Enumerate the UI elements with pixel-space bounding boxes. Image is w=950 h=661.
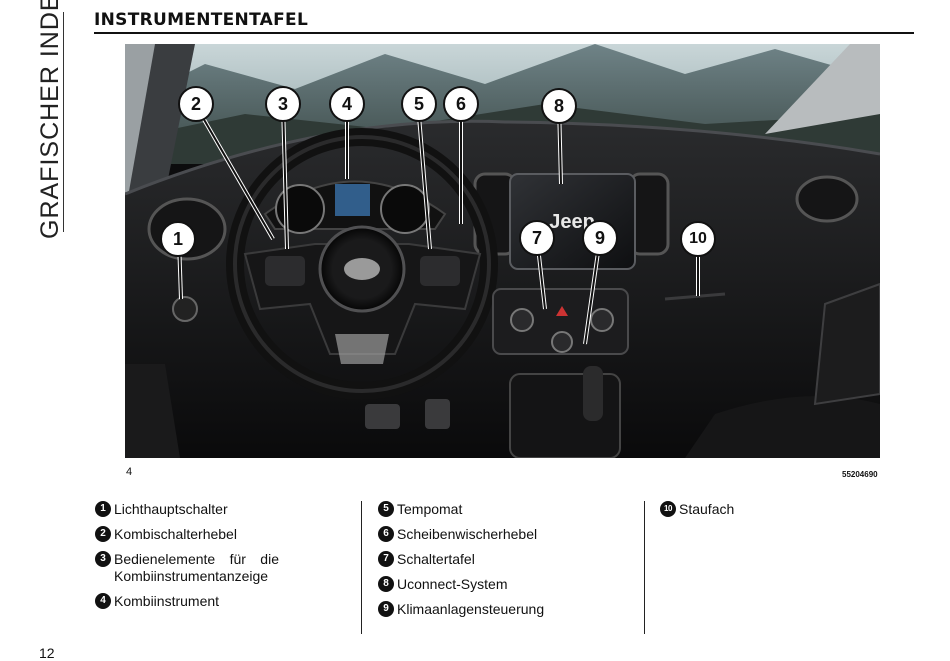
legend-column-1: 1 Lichthauptschalter 2 Kombischalterhebe… [95, 501, 280, 618]
legend-item: 5 Tempomat [378, 501, 618, 518]
legend-item: 1 Lichthauptschalter [95, 501, 280, 518]
legend-label: Tempomat [397, 501, 463, 517]
callout-5: 5 [401, 86, 437, 122]
legend-item: 8 Uconnect-System [378, 576, 618, 593]
legend-number: 8 [378, 576, 394, 592]
legend-number: 5 [378, 501, 394, 517]
legend-number: 9 [378, 601, 394, 617]
legend-number: 10 [660, 501, 676, 517]
legend-number: 1 [95, 501, 111, 517]
figure-number: 4 [126, 466, 133, 478]
legend-item: 6 Scheibenwischerhebel [378, 526, 618, 543]
side-divider [63, 12, 64, 232]
legend-label: Lichthauptschalter [114, 501, 228, 517]
legend-column-2: 5 Tempomat 6 Scheibenwischerhebel 7 Scha… [378, 501, 618, 626]
legend-item: 2 Kombischalterhebel [95, 526, 280, 543]
column-divider [644, 501, 645, 634]
legend-label: Klimaanlagensteuerung [397, 601, 545, 617]
legend-item: 7 Schaltertafel [378, 551, 618, 568]
figure-code: 55204690 [842, 470, 878, 479]
legend-label: Bedienelemente für die Kombiinstrumentan… [114, 551, 279, 584]
callout-6: 6 [443, 86, 479, 122]
dashboard-photo: Jeep [125, 44, 880, 458]
legend-item: 3 Bedienelemente für die Kombiinstrument… [95, 551, 280, 585]
legend-number: 4 [95, 593, 111, 609]
legend-item: 10 Staufach [660, 501, 860, 518]
callout-2: 2 [178, 86, 214, 122]
legend-label: Staufach [679, 501, 735, 517]
legend-number: 3 [95, 551, 111, 567]
legend-number: 7 [378, 551, 394, 567]
legend-label: Kombiinstrument [114, 593, 220, 609]
section-label-text: GRAFISCHER INDEX [36, 0, 64, 239]
callout-8: 8 [541, 88, 577, 124]
legend-number: 6 [378, 526, 394, 542]
screen-logo: Jeep [549, 211, 595, 233]
legend-label: Schaltertafel [397, 551, 475, 567]
legend-item: 9 Klimaanlagensteuerung [378, 601, 618, 618]
page-title: INSTRUMENTENTAFEL [94, 10, 309, 30]
page-number: 12 [39, 645, 55, 661]
legend-label: Kombischalterhebel [114, 526, 237, 542]
legend-number: 2 [95, 526, 111, 542]
legend-label: Uconnect-System [397, 576, 508, 592]
callout-7: 7 [519, 220, 555, 256]
dashboard-illustration: Jeep [125, 44, 880, 458]
callout-4: 4 [329, 86, 365, 122]
legend-label: Scheibenwischerhebel [397, 526, 538, 542]
column-divider [361, 501, 362, 634]
callout-3: 3 [265, 86, 301, 122]
callout-10: 10 [680, 221, 716, 257]
section-side-label: GRAFISCHER INDEX [30, 0, 70, 239]
legend-item: 4 Kombiinstrument [95, 593, 280, 610]
callout-9: 9 [582, 220, 618, 256]
legend-column-3: 10 Staufach [660, 501, 860, 526]
title-underline [94, 32, 914, 34]
callout-1: 1 [160, 221, 196, 257]
